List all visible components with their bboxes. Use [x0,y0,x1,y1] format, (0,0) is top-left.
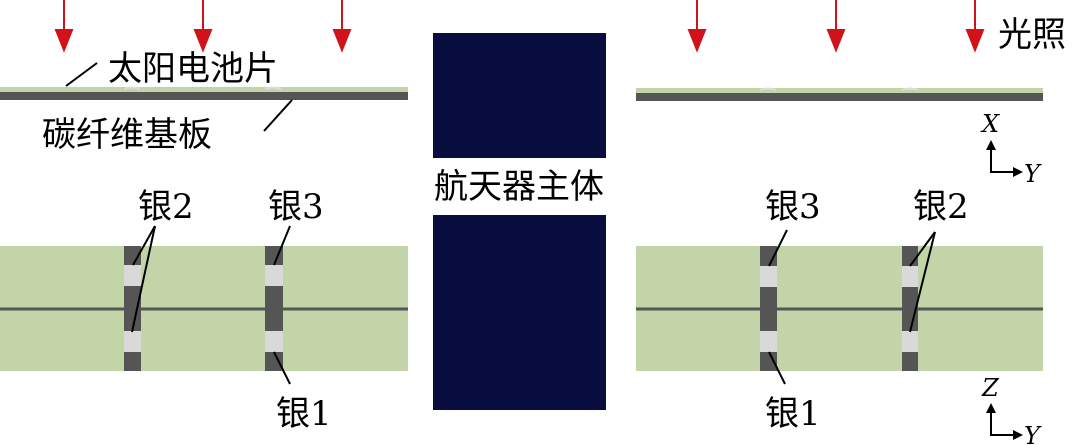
silver-pad [265,265,283,286]
illumination-label: 光照 [998,15,1066,55]
silver-pad [265,331,283,352]
arrow-head-icon [826,29,846,53]
silver2-label-right: 银2 [913,187,969,227]
silver2-label-left: 银2 [138,187,194,227]
substrate-layer-left [0,92,408,100]
silver-pad [760,266,777,287]
arrow-head-icon [965,29,985,53]
axis-z-label: Z [981,374,1000,402]
front-view-right [636,246,1043,371]
substrate-label: 碳纤维基板 [42,115,212,155]
solar-cell-label: 太阳电池片 [108,49,278,89]
silver3-label-left: 银3 [268,187,324,227]
silver-interconnect [759,87,919,91]
silver-pad [902,331,918,352]
silver-pad [124,331,141,352]
silver1-label-left: 银1 [276,394,332,434]
axis-y-label-bottom: Y [1024,422,1042,445]
axis-indicator-zy [986,403,1023,440]
busbar [124,246,141,371]
arrow-head-icon [193,29,213,53]
silver3-label-right: 银3 [765,187,821,227]
spacecraft-body-top [433,33,606,158]
axis-indicator-xy [986,140,1023,177]
substrate-layer-right [636,93,1043,101]
spacecraft-body-bottom [433,215,606,410]
silver-interconnect [123,86,282,90]
silver-pad [902,266,918,287]
spacecraft-body-label: 航天器主体 [434,167,604,207]
solar-cell-layer-left [0,87,408,92]
arrow-head-icon [687,29,707,53]
arrow-head-icon [54,29,74,53]
silver-pad [124,265,141,286]
illumination-arrows [54,0,985,53]
arrow-head-icon [332,29,352,53]
solar-cell-layer-right [636,88,1043,93]
axis-y-label: Y [1024,160,1042,188]
front-view-left [0,246,408,371]
axis-x-label: X [980,110,1000,138]
leader-line [65,62,98,87]
silver-pad [760,331,777,352]
leader-line [263,99,293,132]
silver1-label-right: 银1 [765,394,821,434]
